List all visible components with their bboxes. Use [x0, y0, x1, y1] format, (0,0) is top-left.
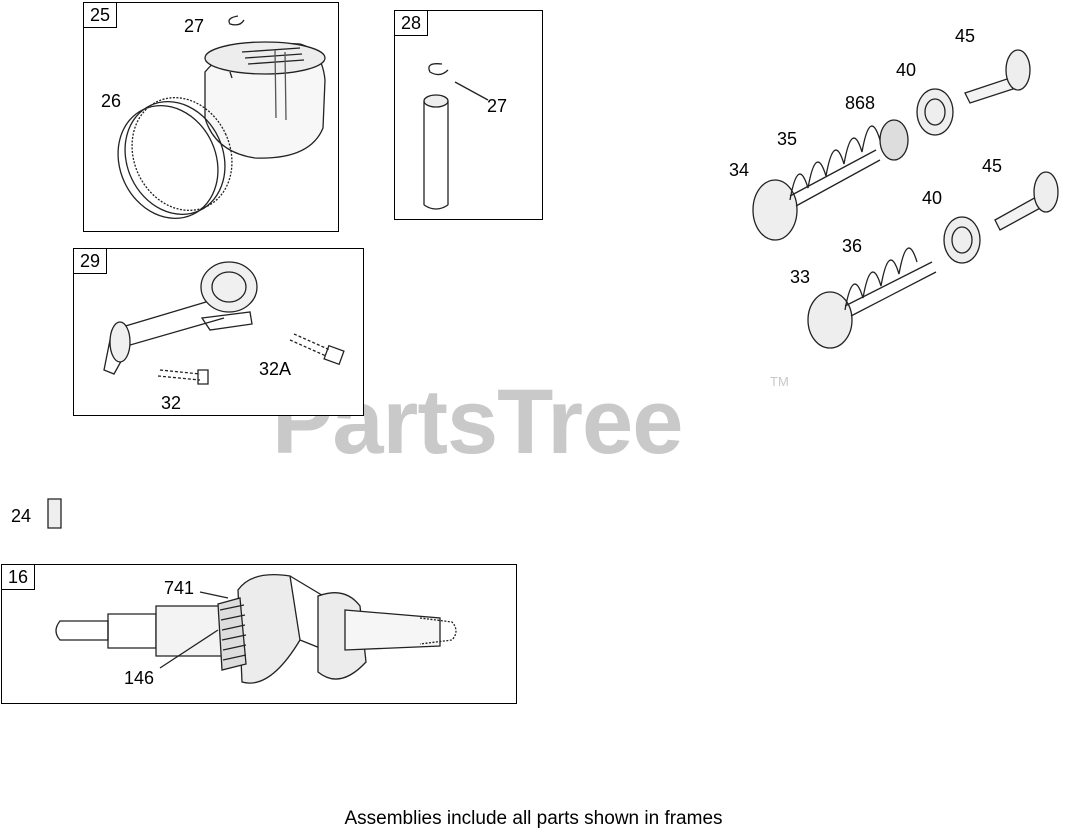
piston-assembly-frame[interactable]: 25 — [83, 2, 339, 232]
frame-tag: 29 — [74, 249, 108, 274]
callout-crank-gear[interactable]: 146 — [124, 668, 155, 688]
exhaust-rotator-drawing — [965, 50, 1030, 103]
callout-intake-valve[interactable]: 33 — [790, 267, 811, 287]
intake-retainer-drawing — [944, 217, 980, 263]
callout-intake-spring[interactable]: 36 — [842, 236, 863, 256]
frame-tag: 28 — [395, 11, 429, 36]
callout-intake-retainer[interactable]: 40 — [922, 188, 943, 208]
callout-exhaust-spring[interactable]: 35 — [777, 129, 798, 149]
callout-exhaust-valve[interactable]: 34 — [729, 160, 750, 180]
trademark-symbol: TM — [770, 374, 789, 389]
valve-seal-drawing — [880, 120, 908, 160]
exhaust-spring-drawing — [790, 126, 880, 200]
assembly-footnote: Assemblies include all parts shown in fr… — [344, 808, 723, 829]
callout-piston-rings[interactable]: 26 — [101, 91, 122, 111]
exhaust-retainer-drawing — [917, 89, 953, 135]
callout-exhaust-retainer[interactable]: 40 — [896, 60, 917, 80]
crankshaft-frame[interactable]: 16 — [1, 564, 517, 704]
callout-rod-bolt-alt[interactable]: 32A — [259, 359, 292, 379]
callout-valve-seal[interactable]: 868 — [845, 93, 876, 113]
callout-intake-rotator[interactable]: 45 — [982, 156, 1003, 176]
frame-tag: 25 — [84, 3, 118, 28]
exhaust-valve-drawing — [753, 150, 880, 240]
connecting-rod-frame[interactable]: 29 — [73, 248, 364, 416]
callout-exhaust-rotator[interactable]: 45 — [955, 26, 976, 46]
key-drawing — [48, 499, 61, 528]
callout-timing-gear[interactable]: 741 — [164, 578, 195, 598]
intake-spring-drawing — [845, 248, 917, 310]
callout-rod-bolt[interactable]: 32 — [161, 393, 182, 413]
frame-tag: 16 — [2, 565, 36, 590]
callout-piston-retainer[interactable]: 27 — [184, 16, 205, 36]
callout-key[interactable]: 24 — [11, 506, 32, 526]
callout-pin-retainer[interactable]: 27 — [487, 96, 508, 116]
intake-rotator-drawing — [995, 172, 1058, 230]
intake-valve-drawing — [808, 262, 936, 348]
wrist-pin-frame[interactable]: 28 — [394, 10, 543, 220]
